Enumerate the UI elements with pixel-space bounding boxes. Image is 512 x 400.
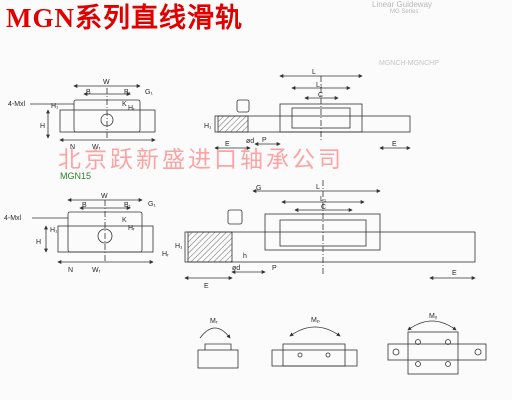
- label-mr: Mᵣ: [210, 318, 218, 325]
- arc-arrow-mp: [289, 326, 341, 337]
- label-d: ød: [232, 265, 240, 272]
- label-n: N: [70, 144, 75, 151]
- label-h: H: [40, 123, 45, 130]
- rail-my: [387, 343, 487, 361]
- label-w: W: [103, 79, 110, 86]
- label-l: L: [316, 184, 320, 191]
- label-h2: h: [243, 253, 247, 260]
- carriage-side: [264, 213, 381, 251]
- label-c: C: [321, 204, 326, 211]
- label-g1: G₁: [145, 89, 153, 96]
- top-front-labels: 4-Mxl W B B₁ G₁ H H₁ K N Wᵣ Hᵣ: [8, 79, 153, 151]
- label-p: P: [272, 265, 277, 272]
- label-b: B: [86, 89, 91, 96]
- label-4mxl: 4-Mxl: [8, 101, 26, 108]
- label-my: Mᵧ: [429, 313, 438, 320]
- label-l: L: [312, 69, 316, 76]
- arc-arrow-mr: [199, 327, 231, 339]
- label-l1: L₁: [316, 82, 323, 89]
- label-d: ød: [246, 138, 254, 145]
- bolt-hole: [97, 228, 113, 244]
- top-side-view: [214, 74, 411, 150]
- label-h1: H₁: [204, 123, 212, 130]
- hatched-section: [217, 115, 249, 133]
- label-e-right: E: [392, 141, 397, 148]
- label-b: B: [82, 202, 87, 209]
- end-cap-detail: [236, 99, 250, 113]
- faded-model-label: MGNCH-MGNCHP: [379, 60, 439, 67]
- label-e-left: E: [225, 141, 230, 148]
- block-top-mr: [204, 343, 232, 350]
- top-front-view: [30, 84, 156, 142]
- label-k: K: [122, 101, 127, 108]
- label-h: H: [36, 239, 41, 246]
- label-h1: H₁: [175, 243, 183, 250]
- block-mp: [282, 343, 346, 367]
- arc-arrow-my: [407, 320, 457, 331]
- faded-header-line2: MG Series: [390, 9, 419, 15]
- label-n: N: [68, 267, 73, 274]
- moment-mr-diagram: [197, 327, 239, 369]
- series-label: MGN15: [60, 171, 92, 181]
- label-wr: Wᵣ: [92, 267, 101, 274]
- label-e-right: E: [452, 270, 457, 277]
- rail-mp: [271, 349, 358, 367]
- label-c: C: [318, 92, 323, 99]
- block-my: [407, 331, 459, 375]
- label-e-left: E: [204, 283, 209, 290]
- label-hr: Hᵣ: [128, 105, 135, 112]
- moment-mp-diagram: [271, 326, 358, 367]
- label-4mxl: 4-Mxl: [4, 215, 22, 222]
- label-g1: G₁: [148, 201, 156, 208]
- label-l1: L₁: [320, 196, 327, 203]
- rail-side: [184, 231, 476, 263]
- middle-front-labels: 4-Mxl W B B₁ G₁ H H₁ K N Wᵣ Hᵣ: [4, 193, 156, 274]
- label-h1: H₁: [50, 227, 58, 234]
- faded-header-line1: Linear Guideway: [372, 0, 433, 9]
- label-hr: Hᵣ: [162, 251, 169, 258]
- top-side-labels: L L₁ C H₁ ød E P E: [204, 69, 397, 148]
- moment-my-diagram: [387, 320, 487, 375]
- block-mr: [197, 349, 239, 369]
- label-hr: Hᵣ: [128, 225, 135, 232]
- label-g: G: [256, 185, 261, 192]
- middle-side-view: [184, 180, 476, 280]
- label-wr: Wᵣ: [92, 144, 101, 151]
- label-mp: Mₚ: [311, 317, 320, 324]
- label-b1: B₁: [124, 89, 132, 96]
- label-k: K: [122, 217, 127, 224]
- watermark: 北京跃新盛进口轴承公司: [58, 147, 344, 173]
- label-b1: B₁: [124, 202, 132, 209]
- faded-catalog-header: Linear Guideway MG Series: [372, 0, 432, 15]
- label-w: W: [101, 193, 108, 200]
- middle-front-view: [32, 198, 154, 264]
- end-cap-detail: [227, 209, 243, 225]
- label-h1: H₁: [51, 103, 59, 110]
- hatched-section: [187, 231, 233, 263]
- middle-side-labels: G L L₁ C H₁ Hᵣ ød h E P E: [162, 184, 457, 290]
- rail-profile: [57, 225, 154, 253]
- page-title: MGN系列直线滑轨: [6, 3, 243, 33]
- label-p: P: [262, 137, 267, 144]
